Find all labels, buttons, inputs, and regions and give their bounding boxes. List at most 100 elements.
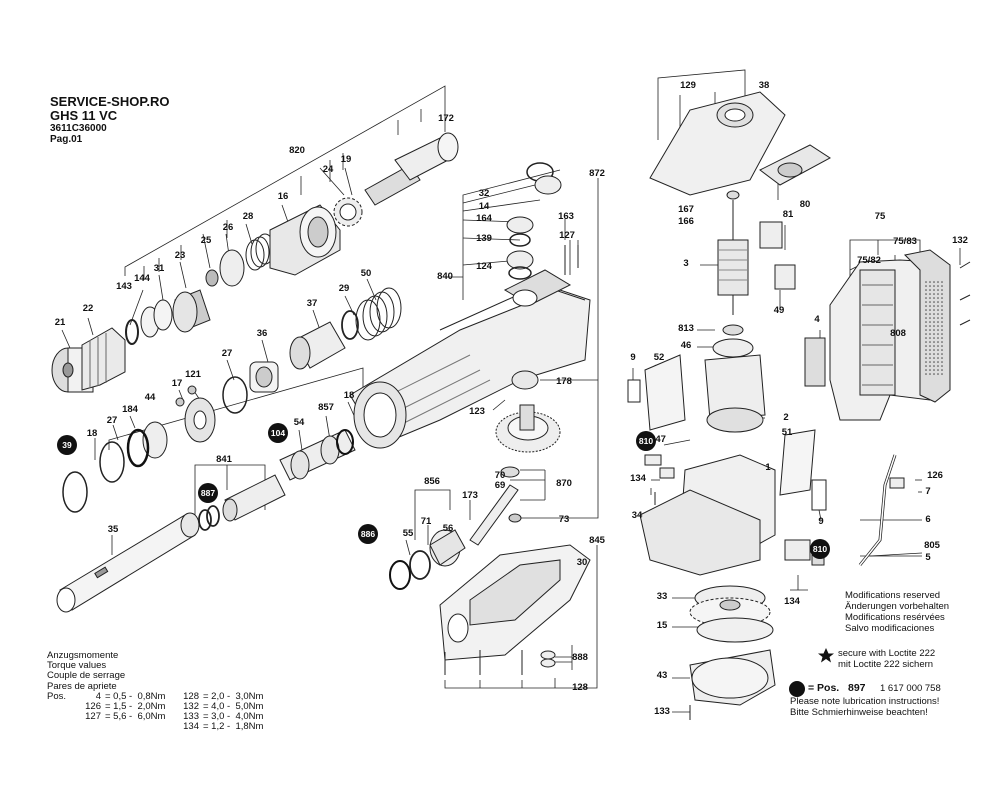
- part-label-813: 813: [678, 323, 694, 334]
- torque-range: = 5,6 - 6,0Nm: [105, 711, 166, 723]
- loctite-star-icon: [818, 648, 834, 663]
- part-label-81: 81: [783, 209, 794, 220]
- part-label-54: 54: [294, 417, 305, 428]
- part-19-shaft: [364, 132, 459, 206]
- part-label-163: 163: [558, 211, 574, 222]
- part-label-34: 34: [632, 510, 643, 521]
- part-75-handle: [829, 249, 951, 421]
- torque-pos: 4: [95, 690, 101, 702]
- part-label-7: 7: [925, 486, 930, 497]
- part-label-888: 888: [572, 652, 588, 663]
- part-label-1: 1: [765, 462, 771, 473]
- torque-row: 134 = 1,2 - 1,8Nm: [47, 722, 263, 732]
- part-38-top-cover: [649, 91, 786, 196]
- torque-title-es: Pares de apriete: [47, 680, 117, 692]
- part-label-22: 22: [83, 303, 94, 314]
- part-label-18a: 18: [87, 428, 98, 439]
- part-label-847: 847: [650, 434, 666, 445]
- note-line: Modifications reserved: [845, 590, 941, 601]
- lubrication-badge-104: 104: [268, 423, 288, 443]
- lub-pos-number: 897: [848, 682, 866, 694]
- lubrication-dot-icon: [789, 681, 805, 697]
- badge-text: 104: [271, 428, 285, 438]
- torque-pos: 133: [183, 711, 199, 723]
- part-label-840: 840: [437, 271, 453, 282]
- part-label-872: 872: [589, 168, 605, 179]
- badge-circle: [268, 423, 288, 443]
- part-label-32: 32: [479, 188, 490, 199]
- part-label-24: 24: [323, 164, 334, 175]
- lub-pos-label: = Pos.: [808, 682, 840, 694]
- loctite-line: mit Loctite 222 sichern: [838, 659, 934, 670]
- part-label-21: 21: [55, 317, 66, 328]
- part-label-16: 16: [278, 191, 289, 202]
- part-label-820: 820: [289, 145, 305, 156]
- lub-code: 1 617 000 758: [880, 683, 941, 694]
- note-line: Salvo modificaciones: [845, 623, 935, 634]
- lubrication-badge-810b: 810: [810, 539, 830, 559]
- part-label-19: 19: [341, 154, 352, 165]
- part-label-178: 178: [556, 376, 572, 387]
- torque-range: = 4,0 - 5,0Nm: [203, 701, 264, 712]
- torque-title-fr: Couple de serrage: [47, 670, 126, 682]
- part-label-49: 49: [774, 305, 785, 316]
- part-22-sleeve: [81, 327, 126, 391]
- part-label-55: 55: [403, 528, 414, 539]
- part-label-35: 35: [108, 524, 119, 535]
- part-label-856: 856: [424, 476, 440, 487]
- part-872-gear: [495, 404, 561, 453]
- part-label-127: 127: [559, 230, 575, 241]
- part-label-23: 23: [175, 250, 186, 261]
- torque-row: Pos. 4 = 0,5 - 0,8Nm 128 = 2,0 - 3,0Nm: [47, 690, 263, 702]
- part-840-main-housing: [349, 269, 591, 449]
- badge-circle: [358, 524, 378, 544]
- shop-name: SERVICE-SHOP.RO: [50, 94, 170, 109]
- part-label-841: 841: [216, 454, 233, 465]
- part-label-144: 144: [134, 273, 151, 284]
- part-label-133: 133: [654, 706, 670, 717]
- badge-text: 887: [201, 488, 215, 498]
- part-label-56: 56: [443, 523, 454, 534]
- part-label-71: 71: [421, 516, 432, 527]
- lubrication-badge-886: 886: [358, 524, 378, 544]
- part-label-845: 845: [589, 535, 606, 546]
- part-label-808: 808: [890, 328, 906, 339]
- part-drawings: [51, 91, 971, 720]
- note-line: Änderungen vorbehalten: [845, 601, 950, 612]
- part-label-870: 870: [556, 478, 572, 489]
- part-label-164: 164: [476, 213, 493, 224]
- part-label-18b: 18: [344, 390, 355, 401]
- part-3-armature: [717, 225, 749, 315]
- part-label-173: 173: [462, 490, 478, 501]
- part-label-139: 139: [476, 233, 492, 244]
- part-label-3: 3: [683, 258, 688, 269]
- badge-circle: [198, 483, 218, 503]
- part-847-motor-housing: [639, 454, 776, 576]
- part-label-38: 38: [759, 80, 770, 91]
- part-label-25: 25: [201, 235, 212, 246]
- part-label-17: 17: [172, 378, 183, 389]
- part-label-73: 73: [559, 514, 570, 525]
- lub-line: Bitte Schmierhinweise beachten!: [790, 707, 928, 718]
- part-label-132: 132: [952, 235, 968, 246]
- part-label-43: 43: [657, 670, 668, 681]
- lubrication-badge-39: 39: [57, 435, 77, 455]
- part-label-4: 4: [814, 314, 820, 325]
- part-label-26: 26: [223, 222, 234, 233]
- part-label-126: 126: [927, 470, 943, 481]
- part-43-bottom-cover: [689, 649, 776, 720]
- part-label-166: 166: [678, 216, 694, 227]
- part-label-80: 80: [800, 199, 811, 210]
- part-35-tube: [56, 512, 200, 613]
- part-label-37: 37: [307, 298, 318, 309]
- note-line: Modifications resérvées: [845, 612, 945, 623]
- part-label-50: 50: [361, 268, 372, 279]
- part-label-27a: 27: [222, 348, 233, 359]
- badge-circle: [57, 435, 77, 455]
- page-number: Pag.01: [50, 134, 83, 145]
- badge-circle: [810, 539, 830, 559]
- part-label-52: 52: [654, 352, 665, 363]
- part-label-75_83: 75/83: [893, 236, 917, 247]
